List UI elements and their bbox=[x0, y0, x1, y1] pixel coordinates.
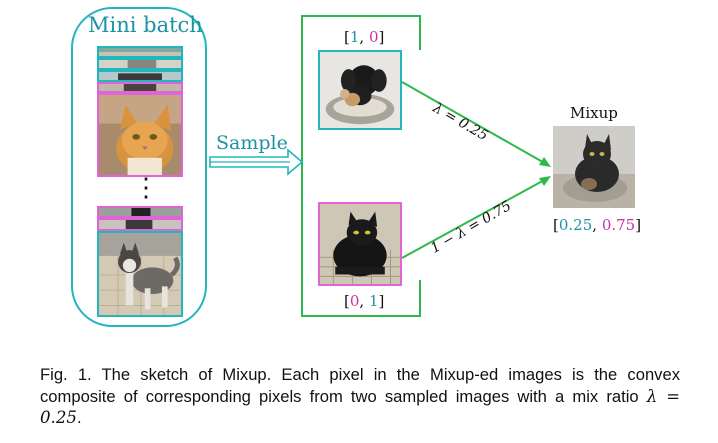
bracket-close: ] bbox=[378, 28, 385, 46]
caption-text: The sketch of Mixup. Each pixel in the M… bbox=[40, 365, 680, 406]
caption-end: . bbox=[76, 408, 82, 427]
mini-batch-frame bbox=[71, 7, 207, 327]
batch-strip-3 bbox=[97, 70, 183, 82]
arrow-bottom-line bbox=[401, 177, 549, 259]
label-sep: , bbox=[359, 28, 369, 46]
mixup-label: [0.25, 0.75] bbox=[553, 216, 641, 234]
batch-strip-1 bbox=[97, 46, 183, 58]
label-sep: , bbox=[592, 216, 602, 234]
mix-label-a: 0.25 bbox=[558, 216, 593, 234]
batch-strip-5 bbox=[97, 206, 183, 218]
mixup-title: Mixup bbox=[570, 104, 618, 122]
top-label-b: 0 bbox=[368, 28, 379, 46]
sampled-image-dog bbox=[318, 50, 402, 130]
figure-caption: Fig. 1. The sketch of Mixup. Each pixel … bbox=[40, 364, 680, 429]
mix-label-b: 0.75 bbox=[601, 216, 636, 234]
sampled-image-black-cat bbox=[318, 202, 402, 286]
batch-image-husky bbox=[97, 231, 183, 317]
arrow-bottom-head bbox=[539, 176, 551, 186]
batch-strip-2 bbox=[97, 58, 183, 70]
top-sample-label: [1, 0] bbox=[344, 28, 384, 46]
sample-bracket-top bbox=[302, 15, 421, 50]
bottom-label-b: 1 bbox=[368, 292, 379, 310]
caption-math: λ = 0.25 bbox=[40, 386, 680, 428]
batch-image-orange-cat bbox=[97, 93, 183, 177]
bracket-open: [ bbox=[553, 216, 559, 234]
bottom-label-a: 0 bbox=[349, 292, 360, 310]
bracket-close: ] bbox=[378, 292, 385, 310]
mixup-figure: Mini batch ⋮ bbox=[71, 7, 641, 327]
mini-batch-title: Mini batch bbox=[88, 13, 203, 37]
top-label-a: 1 bbox=[349, 28, 360, 46]
label-sep: , bbox=[359, 292, 369, 310]
batch-strip-6 bbox=[97, 218, 183, 231]
arrow-top-head bbox=[539, 157, 551, 167]
sample-label: Sample bbox=[216, 132, 288, 154]
bracket-close: ] bbox=[635, 216, 642, 234]
batch-ellipsis: ⋮ bbox=[133, 173, 159, 203]
diagram-lines bbox=[71, 7, 551, 327]
arrow-top-line bbox=[401, 81, 549, 166]
mixup-image bbox=[553, 126, 635, 208]
bracket-open: [ bbox=[344, 28, 350, 46]
bracket-open: [ bbox=[344, 292, 350, 310]
bottom-sample-label: [0, 1] bbox=[344, 292, 384, 310]
batch-strip-4 bbox=[97, 82, 183, 93]
caption-fig-label: Fig. 1. bbox=[40, 365, 92, 384]
